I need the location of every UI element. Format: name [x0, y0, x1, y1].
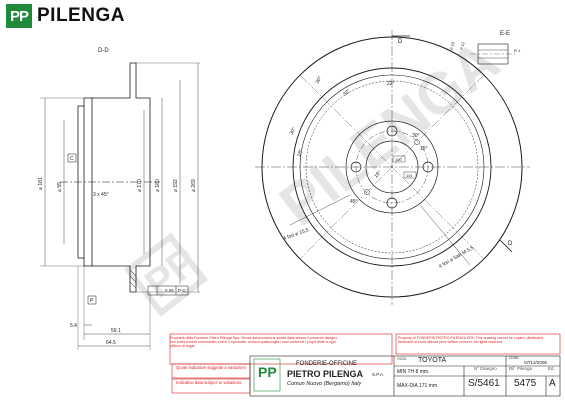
edition-label: Ed. [548, 366, 555, 371]
dim-w645: 64.5 [106, 340, 116, 346]
company-name: PIETRO PILENGA [287, 369, 364, 379]
seg-angle: 22° [387, 81, 395, 87]
watermark: PILENGA PP [123, 28, 511, 317]
section-view: D-D [40, 48, 200, 350]
part-number: 5475 [514, 378, 537, 389]
cut-letter-bottom: D [508, 241, 513, 247]
car-model: TOYOTA [418, 357, 447, 364]
drawing-no-label: N° Disegno [474, 366, 497, 371]
dim-d181: ⌀ 181 [38, 177, 44, 190]
seg-angle: 18° [296, 149, 304, 158]
title-block-logo: PP [258, 364, 277, 380]
car-label: Auto [397, 356, 407, 361]
detail-r1: R 1 [514, 48, 521, 53]
datum-p: P [90, 298, 94, 304]
drawing-date: 07/12/2006 [524, 360, 547, 365]
cut-letter-top: D [398, 39, 403, 45]
hub-dim-100: 100 [395, 157, 402, 162]
detail-e-view: E-E ⌀ 15 ⌀ 12 R 1 [448, 31, 521, 65]
drawing-number: S/5461 [468, 378, 500, 389]
dim-w591: 59.1 [111, 328, 121, 334]
dim-flatness: 0.05 [165, 288, 174, 293]
watermark-logo-mark: PP [123, 232, 209, 317]
seg-angle: 32° [342, 88, 352, 98]
seg-angle: 18° [373, 170, 383, 180]
dim-w54: 5.4 [70, 323, 77, 329]
max-diameter: MAX-DIA 171 mm [397, 383, 438, 389]
note-en-subject: Indicative data subject to variations [176, 380, 242, 385]
seg-angle: 30° [289, 126, 298, 136]
dim-d180: ⌀ 180 [155, 179, 161, 192]
small-hole [414, 139, 420, 145]
note-it-subject: Quote indicative soggette a variazioni [176, 365, 246, 370]
hole-angle: 45° [350, 199, 358, 205]
min-thickness: MIN TH 8 mm. [397, 369, 430, 375]
dim-d192: ⌀ 192 [173, 179, 179, 192]
detail-label: E-E [500, 31, 510, 37]
dim-runout-ref: P-C [178, 288, 187, 293]
brand-name: PILENGA [37, 5, 125, 26]
company-line1: FONDERIE-OFFICINE [296, 361, 357, 367]
datum-c: C [70, 156, 74, 162]
rif-label: Rif. Pilenga [509, 366, 533, 371]
dim-d170: ⌀ 170 [137, 179, 143, 192]
edition: A [549, 378, 556, 389]
detail-d12: ⌀ 12 [458, 40, 466, 50]
section-dimension-labels: ⌀ 181 ⌀ 55 ⌀ 170 ⌀ 180 ⌀ 192 ⌀ 269 3 x 4… [38, 156, 197, 346]
logo-mark: PP [6, 4, 32, 28]
seg-angle: 30° [412, 133, 420, 139]
seg-angle: 15° [420, 146, 428, 152]
company-suffix: S.P.A. [372, 372, 385, 377]
small-hole [364, 189, 370, 195]
date-label: Data [509, 355, 519, 360]
section-label: D-D [98, 48, 109, 54]
dim-chamfer: 3 x 45° [93, 192, 109, 198]
hub-dim-114: 114 [406, 173, 413, 178]
dim-d55: ⌀ 55 [57, 182, 63, 192]
company-address: Comun Nuovo (Bergamo) Italy [287, 381, 362, 387]
seg-angle: 30° [315, 75, 324, 85]
front-view [255, 30, 530, 305]
dim-d269: ⌀ 269 [191, 179, 197, 192]
detail-d15: ⌀ 15 [448, 40, 456, 50]
note-italian-property: Proprietà della Fonderie Pietro Pilenga … [170, 336, 338, 349]
note-english-property: Property of FONDERIE PIETRO PILENGA SPA.… [398, 336, 545, 345]
brand-logo: PP PILENGA [6, 4, 125, 28]
